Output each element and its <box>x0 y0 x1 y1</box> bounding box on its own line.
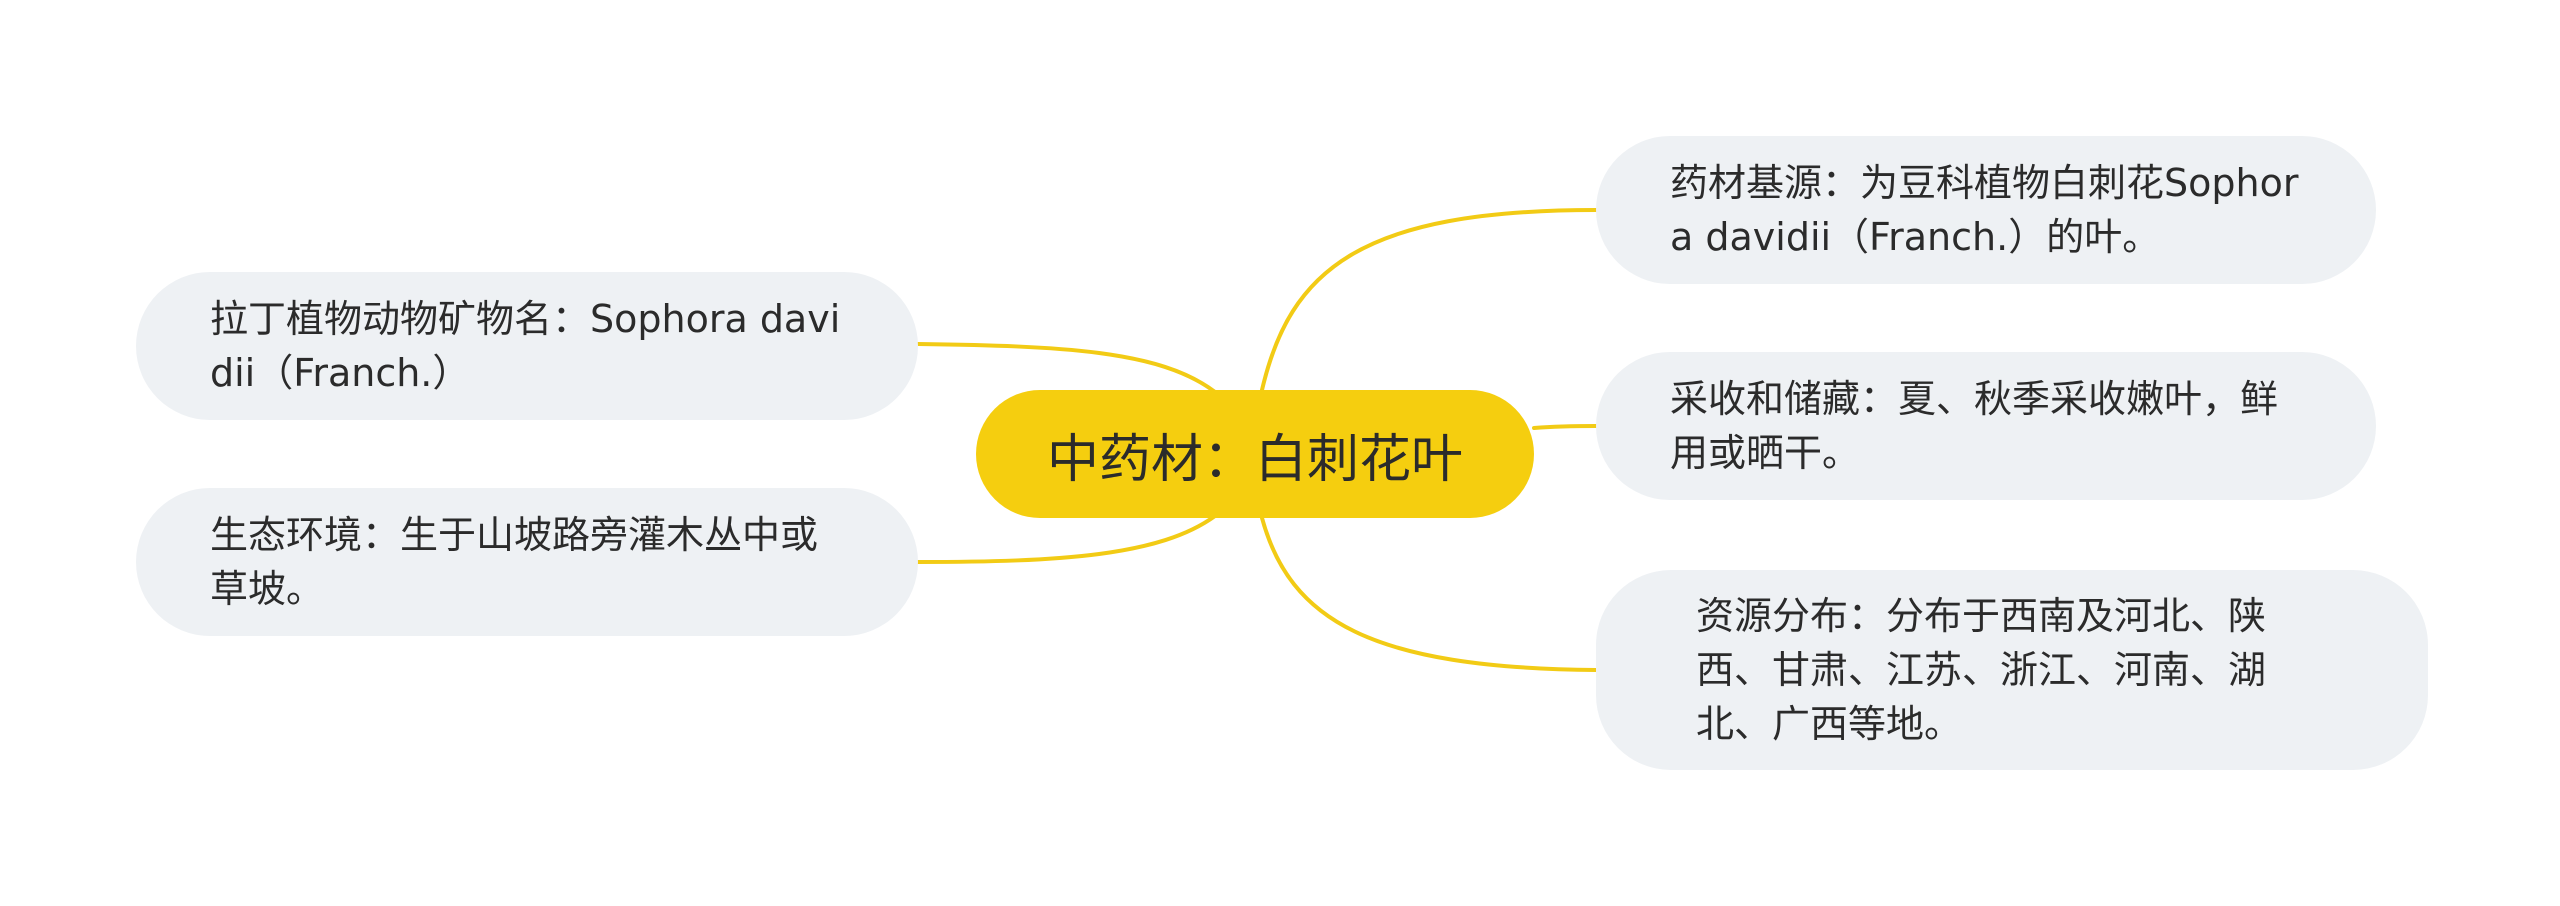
branch-source[interactable]: 药材基源：为豆科植物白刺花Sophora davidii（Franch.）的叶。 <box>1596 136 2376 284</box>
branch-distribution[interactable]: 资源分布：分布于西南及河北、陕西、甘肃、江苏、浙江、河南、湖北、广西等地。 <box>1596 570 2428 770</box>
branch-harvest-text: 采收和储藏：夏、秋季采收嫩叶，鲜用或晒干。 <box>1670 377 2279 475</box>
branch-source-text: 药材基源：为豆科植物白刺花Sophora davidii（Franch.）的叶。 <box>1670 161 2299 259</box>
branch-ecology[interactable]: 生态环境：生于山坡路旁灌木丛中或草坡。 <box>136 488 918 636</box>
connector-source <box>1260 208 1598 392</box>
connector-distribution <box>1260 516 1598 672</box>
branch-ecology-text: 生态环境：生于山坡路旁灌木丛中或草坡。 <box>210 513 819 611</box>
branch-harvest[interactable]: 采收和储藏：夏、秋季采收嫩叶，鲜用或晒干。 <box>1596 352 2376 500</box>
branch-distribution-text: 资源分布：分布于西南及河北、陕西、甘肃、江苏、浙江、河南、湖北、广西等地。 <box>1696 594 2267 746</box>
branch-latin-name-text: 拉丁植物动物矿物名：Sophora davidii（Franch.） <box>210 297 841 395</box>
branch-latin-name[interactable]: 拉丁植物动物矿物名：Sophora davidii（Franch.） <box>136 272 918 420</box>
connector-latin-name <box>916 342 1217 394</box>
central-topic[interactable]: 中药材：白刺花叶 <box>976 390 1534 518</box>
connector-ecology <box>916 514 1217 564</box>
central-topic-label: 中药材：白刺花叶 <box>1046 429 1463 490</box>
connector-harvest <box>1532 424 1598 430</box>
